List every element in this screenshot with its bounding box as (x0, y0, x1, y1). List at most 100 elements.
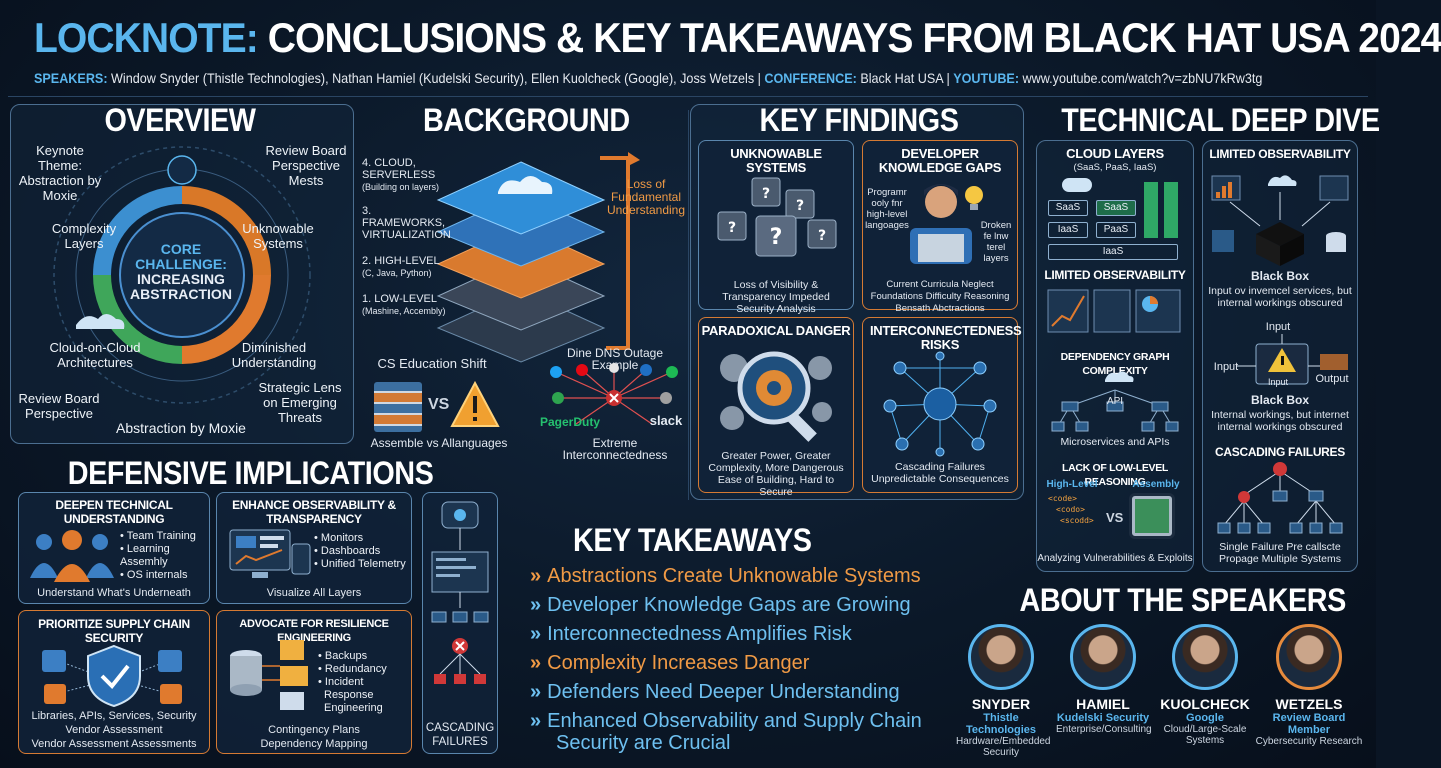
speakers-key: SPEAKERS: (34, 70, 108, 86)
diminished-label: Diminished Understanding (231, 340, 317, 370)
review-board-top: Review Board Perspective Mests (265, 143, 347, 188)
overview-title: OVERVIEW (104, 102, 256, 138)
resilience-bullet: • Redundancy (318, 663, 387, 675)
complexity-layers-label: Complexity Layers (51, 221, 117, 251)
input-output-diagram (1236, 334, 1348, 385)
observability-bullet: • Dashboards (314, 545, 381, 557)
black-box-1-title: Black Box (1250, 269, 1310, 283)
cascading-tree (1217, 462, 1343, 534)
takeaway-item: »Defenders Need Deeper Understanding (530, 681, 900, 703)
saas-box: SaaS (1096, 200, 1136, 216)
developer-right: Droken fe lnw terel layers (980, 220, 1012, 264)
observability-caption: Visualize All Layers (266, 587, 362, 599)
svg-text:?: ? (762, 186, 770, 202)
supply-caption-3: Vendor Assessment Assessments (31, 738, 197, 750)
speaker-card[interactable]: SNYDER Thistle Technologies Hardware/Emb… (956, 624, 1051, 758)
saas-box: SaaS (1048, 200, 1088, 216)
high-level-label: High-Level (1046, 479, 1098, 490)
input-inner-label: Input (1267, 377, 1289, 387)
resilience-bullets: • Backups • Redundancy • Incident Respon… (318, 650, 410, 715)
paradoxical-caption: Greater Power, Greater Complexity, More … (708, 450, 844, 498)
warning-icon (450, 380, 500, 427)
lightbulb-icon (965, 186, 983, 210)
black-box-diagram (1211, 175, 1349, 266)
dependency-caption: Microservices and APIs (1060, 436, 1170, 448)
background-stack (436, 161, 606, 363)
speaker-card[interactable]: WETZELS Review Board Member Cybersecurit… (1254, 624, 1364, 747)
developer-caption: Current Curricula Neglect Foundations Di… (870, 279, 1010, 314)
conference-key: CONFERENCE: (764, 70, 857, 86)
cloud-bar (1164, 182, 1178, 238)
black-box-2-title: Black Box (1250, 393, 1310, 407)
takeaway-item: »Enhanced Observability and Supply Chain (530, 710, 922, 732)
cloud-bar (1144, 182, 1158, 238)
takeaway-item: »Interconnectedness Amplifies Risk (530, 623, 852, 645)
unknowable-title: UNKNOWABLE SYSTEMS (730, 146, 822, 175)
layer-item: 2. HIGH-LEVEL (C, Java, Python) (362, 255, 440, 278)
takeaway-item: »Abstractions Create Unknowable Systems (530, 565, 921, 587)
magnifier-gears-icon (720, 351, 832, 442)
developer-icon (910, 184, 972, 264)
monitor-icon (229, 529, 311, 578)
input-top-label: Input (1265, 321, 1291, 333)
key-findings-title: KEY FINDINGS (759, 102, 959, 138)
database-icon (230, 640, 308, 710)
low-level-title: LACK OF LOW-LEVEL REASONING (1061, 462, 1169, 488)
deepen-bullet: • Learning Assemhly (120, 543, 170, 568)
vs-label: VS (428, 396, 450, 413)
loss-arrow (600, 152, 640, 350)
supply-caption-2: Vendor Assessment (65, 724, 163, 736)
review-board-bottom: Review Board Perspective (18, 391, 100, 421)
cloud-on-cloud-label: Cloud-on-Cloud Architectures (49, 340, 141, 370)
layer-item: 3. FRAMEWORKS, VIRTUALIZATION (362, 205, 451, 241)
interconnect-caption: Extreme Interconnectedness (562, 436, 668, 462)
speaker-card[interactable]: KUOLCHECK Google Cloud/Large-Scale Syste… (1160, 624, 1250, 746)
core-label-4: ABSTRACTION (130, 286, 232, 302)
unknown-cubes-icon: ????? (717, 177, 837, 257)
layer-list: 4. CLOUD, SERVERLESS (Building on layers… (362, 157, 454, 317)
pagerduty-label: PagerDuty (540, 415, 601, 429)
observability-bullets: • Monitors • Dashboards • Unified Teleme… (314, 532, 410, 571)
interconnected-title: INTERCONNECTEDNESS RISKS (870, 323, 1022, 352)
takeaways-list: »Abstractions Create Unknowable Systems … (530, 565, 1000, 754)
deepen-bullet: • Team Training (120, 530, 196, 542)
developer-card (862, 140, 1018, 310)
iaas-base: IaaS (1048, 244, 1178, 260)
deepen-bullets: • Team Training • Learning Assemhly • OS… (120, 530, 208, 582)
supply-title: PRIORITIZE SUPPLY CHAIN SECURITY (38, 617, 190, 645)
conference-val: Black Hat USA | (860, 70, 950, 86)
iaas-box: IaaS (1048, 222, 1088, 238)
supply-caption-1: Libraries, APIs, Services, Security (31, 710, 197, 722)
speaker-card[interactable]: HAMIEL Kudelski Security Enterprise/Cons… (1056, 624, 1152, 735)
deepen-card (18, 492, 210, 604)
developer-title: DEVELOPER KNOWLEDGE GAPS (878, 146, 1002, 175)
keynote-theme: Keynote Theme: Abstraction by Moxie (18, 143, 102, 203)
youtube-val[interactable]: www.youtube.com/watch?v=zbNU7kRw3tg (1022, 70, 1263, 86)
resilience-bullet: • Incident Response Engineering (318, 676, 383, 714)
network-icon (883, 351, 997, 457)
overview-diagram (53, 146, 311, 404)
takeaway-item-cont: Security are Crucial (556, 732, 731, 754)
deepen-title: DEEPEN TECHNICAL UNDERSTANDING (55, 498, 173, 526)
page-title: LOCKNOTE: CONCLUSIONS & KEY TAKEAWAYS FR… (34, 14, 1441, 62)
black-box-1-caption: Input ov invemcel services, but internal… (1208, 285, 1352, 309)
cloud-layers-diagram: SaaS SaaS IaaS PaaS IaaS (1048, 176, 1182, 260)
api-label: API (1106, 396, 1124, 407)
resilience-caption-2: Dependency Mapping (260, 738, 368, 750)
title-lead: LOCKNOTE: (34, 14, 259, 61)
core-challenge-label: CORE CHALLENGE: INCREASING ABSTRACTION (130, 242, 232, 302)
limited-obs-left-title: LIMITED OBSERVABILITY (1044, 268, 1186, 282)
takeaways-title: KEY TAKEAWAYS (573, 522, 812, 558)
speakers-val: Window Snyder (Thistle Technologies), Na… (111, 70, 761, 86)
divider-top (8, 96, 1368, 97)
cascading-title: CASCADING FAILURES (1215, 445, 1345, 459)
books-icon (374, 382, 422, 432)
core-label-1: CORE (160, 241, 202, 257)
interconnected-caption: Cascading Failures Unpredictable Consequ… (871, 461, 1009, 485)
cascading-failures-label: CASCADING FAILURES (425, 722, 495, 748)
deep-dive-title: TECHNICAL DEEP DIVE (1061, 102, 1380, 138)
resilience-caption-1: Contingency Plans (268, 724, 360, 736)
unknowable-caption: Loss of Visibility & Transparency Impede… (722, 279, 830, 315)
core-label-2: CHALLENGE: (135, 256, 227, 272)
assembly-label: Assembly (1132, 479, 1180, 490)
